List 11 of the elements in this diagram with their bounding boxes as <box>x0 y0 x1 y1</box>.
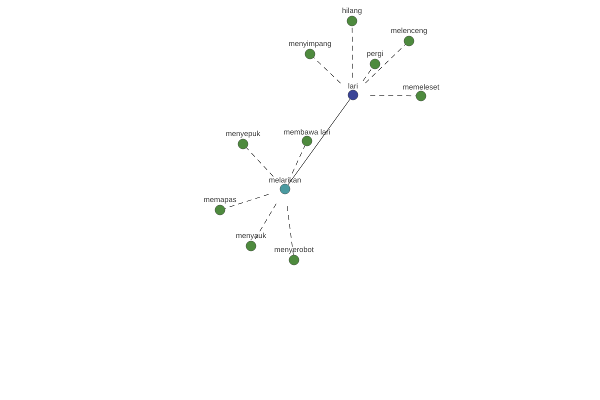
connector <box>224 194 269 209</box>
connector <box>314 57 341 84</box>
connector <box>292 145 306 174</box>
connector <box>365 44 406 84</box>
connector <box>370 95 416 96</box>
connector <box>362 68 372 82</box>
connector <box>246 148 274 177</box>
connector <box>286 206 294 256</box>
connector <box>352 26 354 78</box>
connector <box>253 204 276 242</box>
connector <box>288 98 350 186</box>
